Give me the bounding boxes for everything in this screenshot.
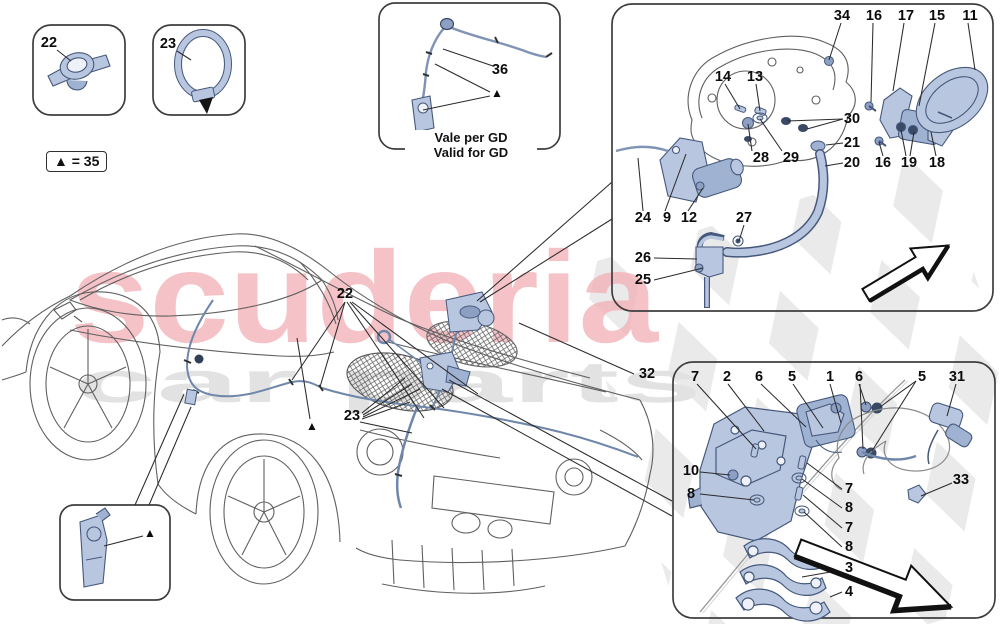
detail-panel-lock-assembly xyxy=(672,361,996,619)
inset-box-gd-cable xyxy=(378,2,561,150)
direction-arrow-down-right-icon xyxy=(793,538,954,614)
inset-box-bracket xyxy=(59,504,171,601)
leader-line xyxy=(422,95,491,111)
direction-arrow-up-right-icon xyxy=(861,244,951,303)
inset-box-item-22 xyxy=(32,24,126,116)
triangle-legend-box: ▲ = 35 xyxy=(46,151,108,172)
leader-line xyxy=(829,383,842,424)
leader-line xyxy=(825,142,844,146)
leader-line xyxy=(448,379,673,502)
leader-line xyxy=(653,267,704,281)
leader-lines xyxy=(56,22,976,598)
leader-line xyxy=(479,218,613,303)
leader-line xyxy=(291,301,346,381)
leader-line xyxy=(699,471,731,476)
leader-line xyxy=(801,478,843,509)
triangle-legend-text: ▲ = 35 xyxy=(54,153,100,169)
leader-line xyxy=(759,118,783,152)
leader-line xyxy=(802,494,843,529)
leader-line xyxy=(878,141,884,157)
leader-line xyxy=(696,383,757,450)
leader-line xyxy=(434,63,491,93)
leader-line xyxy=(56,49,72,62)
leader-line xyxy=(870,22,874,103)
detail-panel-fuel-flap xyxy=(611,3,994,312)
leader-line xyxy=(362,388,421,418)
leader-line xyxy=(361,401,411,420)
leader-line xyxy=(930,131,937,157)
leader-line xyxy=(442,48,494,67)
leader-line xyxy=(879,380,917,408)
leader-line xyxy=(806,462,843,490)
fuel-flap-detail-parts xyxy=(615,35,989,308)
part-36-gd-cable xyxy=(411,17,553,133)
lock-assembly-detail-parts xyxy=(687,379,973,622)
leader-line xyxy=(362,383,413,416)
leader-line xyxy=(664,153,687,212)
leader-line xyxy=(755,83,761,112)
leader-line xyxy=(806,118,844,130)
leader-line xyxy=(859,383,864,450)
leader-line xyxy=(103,535,144,547)
gd-note-line1: Vale per GD xyxy=(434,130,508,145)
leader-line xyxy=(892,22,905,92)
leader-line xyxy=(786,118,844,122)
gd-validity-note: Vale per GD Valid for GD xyxy=(405,130,537,160)
part-bracket-inset xyxy=(79,507,111,588)
leader-line xyxy=(760,383,807,428)
leader-line xyxy=(871,380,917,452)
leader-line xyxy=(900,129,907,157)
leader-line xyxy=(824,162,844,167)
gd-note-line2: Valid for GD xyxy=(433,145,509,160)
leader-line xyxy=(359,421,413,434)
leader-line xyxy=(349,301,445,409)
part-23-clamp-ring xyxy=(174,29,232,114)
fuel-flap-mechanism-on-car xyxy=(419,291,495,393)
leader-line xyxy=(687,187,704,212)
leader-line xyxy=(909,131,915,157)
leader-line xyxy=(441,388,673,517)
leader-line xyxy=(747,123,753,152)
leader-line xyxy=(918,22,936,107)
leader-line xyxy=(134,393,185,506)
leader-line xyxy=(518,322,635,375)
leader-line xyxy=(653,257,698,260)
inset-box-item-23 xyxy=(152,24,246,116)
leader-line xyxy=(829,591,843,598)
leader-line xyxy=(803,511,843,548)
part-22-clip xyxy=(47,52,111,91)
leader-line xyxy=(724,83,741,110)
leader-line xyxy=(637,157,644,212)
detail-panel-borders xyxy=(32,2,996,619)
leader-line xyxy=(148,406,192,506)
leader-line xyxy=(319,301,346,388)
leader-line xyxy=(351,301,479,395)
leader-line xyxy=(946,383,957,417)
leader-line xyxy=(346,301,425,419)
leader-line xyxy=(699,493,755,501)
leader-line xyxy=(727,383,765,432)
leader-line xyxy=(476,181,613,302)
leader-line xyxy=(920,482,953,497)
leader-line xyxy=(967,22,976,71)
leader-line xyxy=(738,224,745,242)
leader-line xyxy=(176,50,192,61)
leader-line xyxy=(296,337,311,420)
leader-line xyxy=(792,383,824,429)
leader-line xyxy=(828,22,842,61)
leader-line xyxy=(361,377,406,414)
